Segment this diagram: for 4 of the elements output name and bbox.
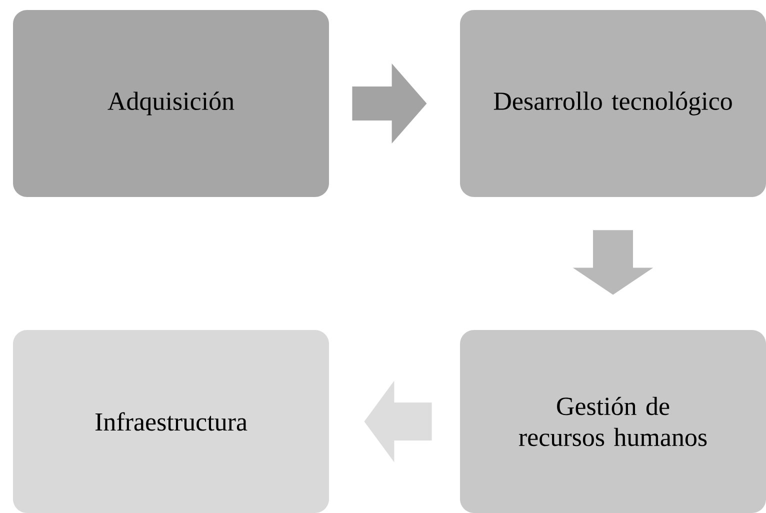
process-box: Adquisición bbox=[13, 10, 329, 197]
process-box: Infraestructura bbox=[13, 330, 329, 513]
process-box: Gestión de recursos humanos bbox=[460, 330, 766, 513]
process-box: Desarrollo tecnológico bbox=[460, 10, 766, 197]
